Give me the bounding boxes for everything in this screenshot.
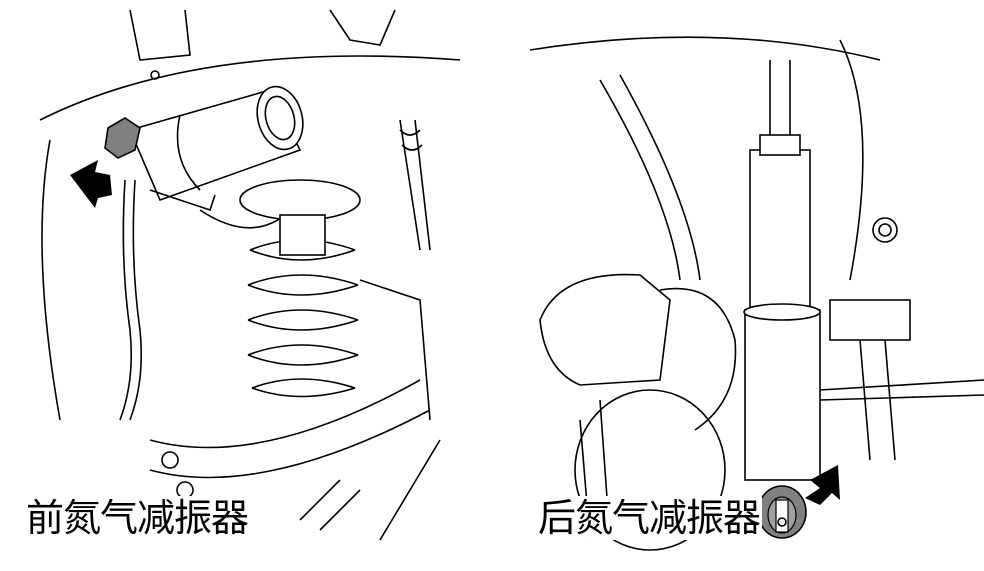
front-shock-illustration bbox=[39, 9, 461, 541]
pointer-arrow-icon bbox=[805, 465, 840, 505]
rear-shock-panel: 后氮气减振器 bbox=[520, 0, 984, 571]
pointer-arrow-icon bbox=[70, 160, 112, 208]
rear-shock-illustration bbox=[529, 36, 984, 551]
nitrogen-valve-icon bbox=[104, 117, 141, 159]
coil-spring bbox=[247, 239, 359, 398]
rear-shock-caption: 后氮气减振器 bbox=[538, 496, 763, 540]
nitrogen-valve-icon bbox=[757, 485, 807, 539]
front-shock-caption: 前氮气减振器 bbox=[26, 496, 251, 540]
front-shock-panel: 前氮气减振器 bbox=[0, 0, 470, 571]
